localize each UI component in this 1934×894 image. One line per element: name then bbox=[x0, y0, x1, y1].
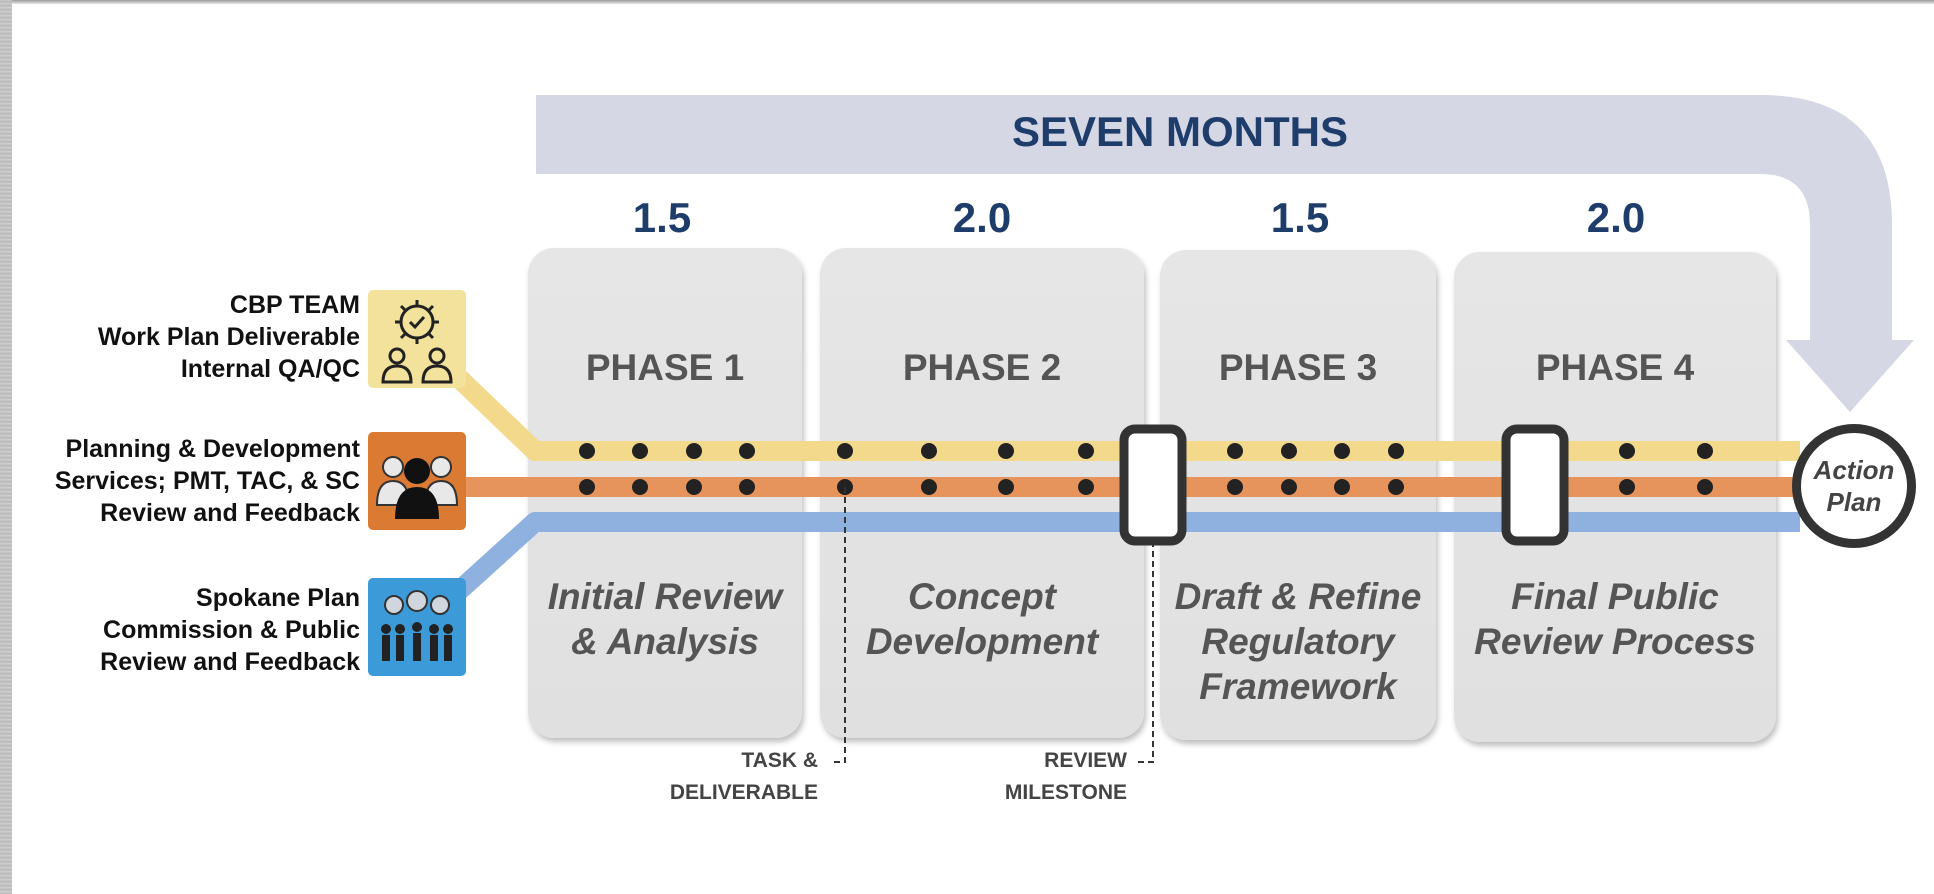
task-dot bbox=[921, 479, 937, 495]
task-dot bbox=[1281, 479, 1297, 495]
task-dot bbox=[1334, 479, 1350, 495]
phase-3-description: Draft & Refine Regulatory Framework bbox=[1138, 574, 1458, 709]
phase-3-description-line: Framework bbox=[1199, 666, 1397, 707]
lane-label-line: Services; PMT, TAC, & SC bbox=[54, 467, 360, 495]
action-plan-line: Action bbox=[1813, 455, 1895, 485]
task-dot bbox=[921, 443, 937, 459]
task-dot bbox=[998, 479, 1014, 495]
phase-3-description-line: Draft & Refine bbox=[1174, 576, 1422, 617]
lane-line-public bbox=[433, 512, 1800, 616]
task-deliverable-line: TASK & bbox=[741, 749, 818, 772]
lane-label-line: Planning & Development bbox=[65, 435, 360, 463]
phase-1-duration: 1.5 bbox=[632, 194, 692, 241]
task-deliverable-label: TASK & DELIVERABLE bbox=[618, 745, 818, 809]
lane-label-line: Review and Feedback bbox=[100, 648, 360, 676]
phase-3-duration: 1.5 bbox=[1270, 194, 1330, 241]
task-dots bbox=[579, 443, 1713, 495]
action-plan-node: Action Plan bbox=[1792, 424, 1916, 548]
crowd-icon bbox=[368, 578, 466, 676]
task-dot bbox=[1281, 443, 1297, 459]
seven-months-banner-arrow bbox=[536, 95, 1914, 412]
phase-1-title: PHASE 1 bbox=[585, 347, 745, 388]
task-dot bbox=[739, 479, 755, 495]
phase-4-description-line: Review Process bbox=[1474, 621, 1756, 662]
gear-team-icon bbox=[368, 290, 466, 388]
task-dot bbox=[1388, 479, 1404, 495]
lane-label-planning: Planning & Development Services; PMT, TA… bbox=[0, 433, 360, 529]
task-dot bbox=[1697, 479, 1713, 495]
lane-label-cbp-team: CBP TEAM Work Plan Deliverable Internal … bbox=[0, 289, 360, 385]
task-dot bbox=[998, 443, 1014, 459]
task-dot bbox=[686, 479, 702, 495]
task-dot bbox=[837, 443, 853, 459]
review-milestone-2 bbox=[1501, 424, 1569, 546]
task-dot bbox=[1388, 443, 1404, 459]
task-dot bbox=[1697, 443, 1713, 459]
task-dot bbox=[1227, 479, 1243, 495]
review-milestone-label: REVIEW MILESTONE bbox=[927, 745, 1127, 809]
frame-left-edge bbox=[0, 0, 12, 894]
phase-2-description-line: Development bbox=[865, 621, 1099, 662]
lane-label-public: Spokane Plan Commission & Public Review … bbox=[0, 582, 360, 678]
task-dot bbox=[632, 479, 648, 495]
task-dot bbox=[1619, 479, 1635, 495]
task-dot bbox=[1227, 443, 1243, 459]
phase-4-description: Final Public Review Process bbox=[1455, 574, 1775, 664]
task-dot bbox=[579, 443, 595, 459]
task-dot bbox=[686, 443, 702, 459]
people-group-icon bbox=[368, 432, 466, 530]
phase-1-description-line: Initial Review bbox=[547, 576, 783, 617]
action-plan-line: Plan bbox=[1826, 487, 1882, 517]
phase-1-description-line: & Analysis bbox=[571, 621, 759, 662]
review-milestone-line: MILESTONE bbox=[1004, 781, 1127, 804]
task-dot bbox=[1078, 443, 1094, 459]
task-dot bbox=[739, 443, 755, 459]
phase-4-duration: 2.0 bbox=[1586, 194, 1646, 241]
task-callout-leader bbox=[830, 487, 846, 763]
phase-3-description-line: Regulatory bbox=[1201, 621, 1395, 662]
phase-2-description-line: Concept bbox=[908, 576, 1056, 617]
phase-2-description: Concept Development bbox=[822, 574, 1142, 664]
task-deliverable-line: DELIVERABLE bbox=[669, 781, 818, 804]
lane-label-line: Review and Feedback bbox=[100, 499, 360, 527]
lane-label-line: Internal QA/QC bbox=[180, 355, 360, 383]
phase-4-description-line: Final Public bbox=[1511, 576, 1719, 617]
phase-2-duration: 2.0 bbox=[952, 194, 1012, 241]
lane-label-line: Commission & Public bbox=[103, 616, 360, 644]
phase-2-title: PHASE 2 bbox=[902, 347, 1062, 388]
task-dot bbox=[632, 443, 648, 459]
task-dot bbox=[1078, 479, 1094, 495]
task-dot bbox=[1619, 443, 1635, 459]
lane-label-line: Work Plan Deliverable bbox=[97, 323, 360, 351]
banner-title: SEVEN MONTHS bbox=[1011, 108, 1349, 155]
frame-top-edge bbox=[0, 0, 1934, 4]
phase-3-title: PHASE 3 bbox=[1218, 347, 1378, 388]
review-milestone-1 bbox=[1119, 424, 1187, 546]
task-dot bbox=[1334, 443, 1350, 459]
review-milestone-line: REVIEW bbox=[1044, 749, 1127, 772]
phase-4-title: PHASE 4 bbox=[1535, 347, 1695, 388]
lane-line-cbp-team bbox=[433, 352, 1800, 461]
task-dot bbox=[579, 479, 595, 495]
lane-label-line: CBP TEAM bbox=[229, 291, 360, 319]
lane-label-line: Spokane Plan bbox=[196, 584, 360, 612]
phase-1-description: Initial Review & Analysis bbox=[505, 574, 825, 664]
review-callout-leader bbox=[1138, 541, 1154, 763]
